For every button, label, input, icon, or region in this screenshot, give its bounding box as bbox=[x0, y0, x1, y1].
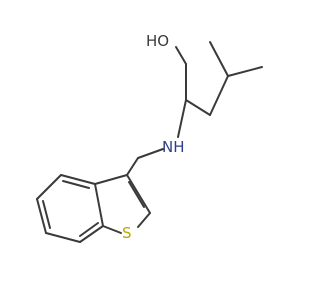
bond-c7-c7a-inner bbox=[79, 222, 99, 237]
bond-c3-c3a bbox=[94, 174, 128, 185]
bond-c7-c7a bbox=[79, 225, 104, 243]
bond-c3a-c4 bbox=[60, 174, 96, 185]
molecule-canvas: HO NH S bbox=[36, 32, 263, 243]
sulfur-label: S bbox=[122, 224, 132, 242]
bond-cmethine-methyl-top bbox=[209, 41, 229, 77]
amine-label: NH bbox=[162, 138, 185, 156]
bond-ch-n bbox=[177, 99, 187, 138]
bond-c3a-c7a bbox=[94, 183, 104, 227]
bond-c3a-c4-inner bbox=[62, 180, 90, 189]
bond-ch2-cmethine bbox=[209, 75, 229, 116]
bond-c4-c5 bbox=[36, 174, 62, 200]
bond-cmethine-methyl-right bbox=[227, 66, 263, 77]
bond-n-ch2 bbox=[137, 148, 164, 159]
structure-drawing: HO NH S bbox=[36, 32, 263, 243]
bond-c2-s bbox=[137, 212, 151, 228]
bond-c3-c2-inner bbox=[128, 181, 145, 208]
hydroxyl-label: HO bbox=[146, 32, 169, 50]
bond-ch2-c3 bbox=[126, 157, 139, 176]
bond-ch-ch2-isobutyl bbox=[185, 99, 211, 116]
bond-c5-c6 bbox=[36, 198, 47, 234]
bond-c6-c7 bbox=[45, 232, 81, 243]
bond-o-ch2 bbox=[175, 46, 187, 65]
bond-c3-c2 bbox=[126, 174, 151, 214]
bond-c5-c6-inner bbox=[42, 200, 51, 229]
bond-s-c7a bbox=[102, 225, 122, 234]
